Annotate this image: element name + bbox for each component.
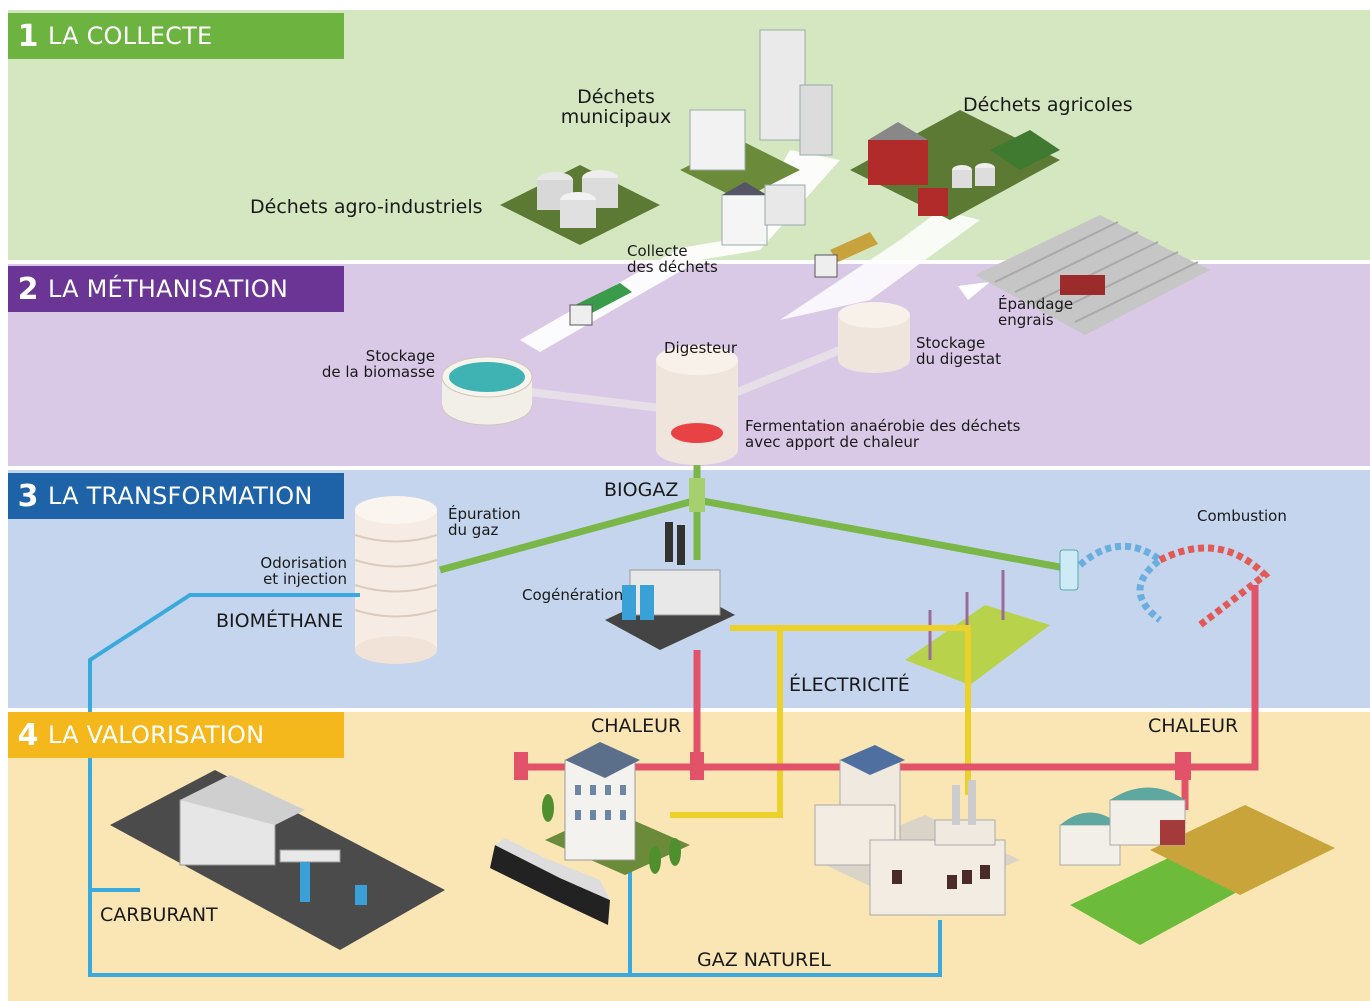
section-title: LA COLLECTE	[48, 22, 213, 50]
gas-station	[110, 770, 445, 950]
factory	[814, 745, 1020, 916]
section-number: 4	[17, 717, 39, 753]
section-number: 2	[17, 271, 39, 307]
combustion-burner	[1059, 542, 1271, 628]
label-cogeneration: Cogénération	[522, 586, 624, 604]
label-fermentation: Fermentation anaérobie des déchets avec …	[745, 417, 1021, 451]
label-chaleur-left: CHALEUR	[591, 715, 682, 737]
biomass-storage-basin	[441, 356, 533, 426]
label-stockage-digestat: Stockage du digestat	[916, 334, 1002, 368]
section-number: 1	[17, 18, 39, 54]
digestate-storage-tank	[838, 302, 910, 373]
label-stockage-biomasse: Stockage de la biomasse	[321, 347, 435, 381]
digester-tank	[656, 345, 738, 465]
label-electricite: ÉLECTRICITÉ	[789, 674, 910, 696]
greenhouses-fields	[1059, 787, 1335, 945]
truck-collecte	[569, 283, 632, 326]
epandage-arrowhead	[958, 282, 990, 300]
truck-agricole	[814, 232, 878, 278]
section-title: LA VALORISATION	[48, 721, 265, 749]
epandage-path-arrow	[780, 210, 980, 320]
bus	[490, 838, 610, 925]
municipal-buildings	[680, 29, 833, 246]
section-header-methanisation: 2 LA MÉTHANISATION	[8, 266, 344, 312]
farm-site	[850, 110, 1060, 220]
label-odorisation: Odorisation et injection	[260, 554, 347, 588]
label-biogaz: BIOGAZ	[604, 479, 679, 501]
label-epandage: Épandage engrais	[998, 295, 1074, 329]
label-gaz-naturel: GAZ NATUREL	[697, 949, 831, 971]
cogeneration-plant	[605, 522, 735, 650]
label-dechets-agricoles: Déchets agricoles	[963, 94, 1133, 116]
label-epuration: Épuration du gaz	[448, 505, 521, 539]
label-biomethane: BIOMÉTHANE	[216, 610, 344, 632]
label-dechets-municipaux: Déchets municipaux	[560, 86, 672, 128]
section-header-valorisation: 4 LA VALORISATION	[8, 712, 344, 758]
office-building	[542, 742, 690, 875]
agro-industrial-site	[500, 165, 660, 245]
epuration-tank	[354, 496, 438, 664]
label-dechets-agro: Déchets agro-industriels	[250, 196, 483, 218]
section-title: LA TRANSFORMATION	[48, 482, 313, 510]
label-carburant: CARBURANT	[100, 904, 218, 926]
label-collecte-dechets: Collecte des déchets	[627, 242, 718, 276]
tractor	[1060, 275, 1105, 295]
label-chaleur-right: CHALEUR	[1148, 715, 1239, 737]
section-number: 3	[17, 478, 39, 514]
label-combustion: Combustion	[1197, 507, 1287, 525]
section-title: LA MÉTHANISATION	[48, 275, 289, 303]
section-header-transformation: 3 LA TRANSFORMATION	[8, 473, 344, 519]
section-header-collecte: 1 LA COLLECTE	[8, 13, 344, 59]
label-digesteur: Digesteur	[664, 339, 738, 357]
